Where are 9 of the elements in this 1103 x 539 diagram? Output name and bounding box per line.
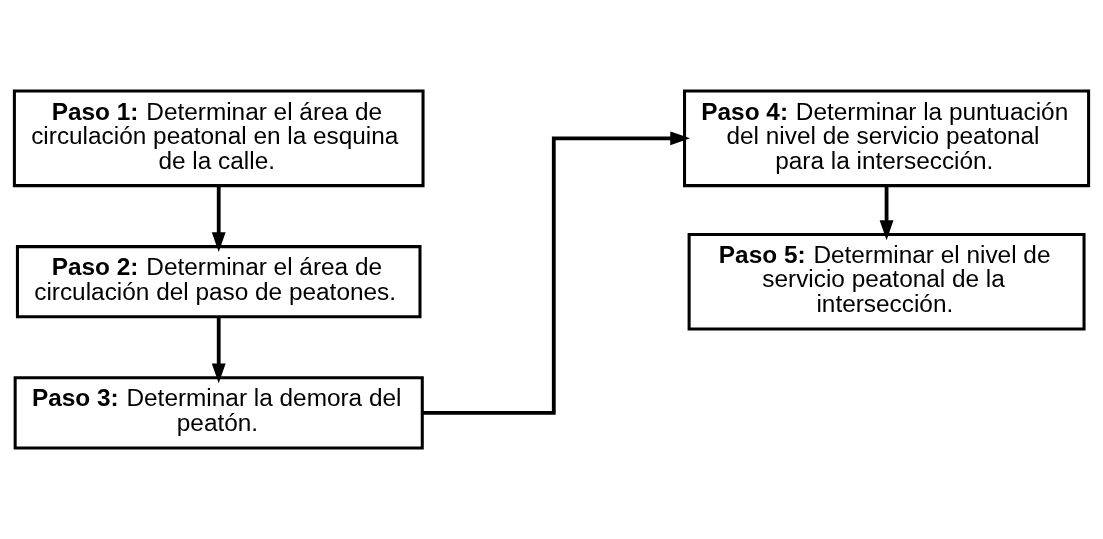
node-box: Paso 3: Determinar la demora del peatón. xyxy=(13,376,424,450)
node-box: Paso 2: Determinar el área de circulación del paso de peatones. xyxy=(15,245,422,319)
arrow xyxy=(211,185,226,252)
node-box: Paso 5: Determinar el nivel de servicio peatonal de la intersección. xyxy=(687,232,1086,331)
node-box: Paso 4: Determinar la puntuación del nivel de servicio peatonal para la intersección. xyxy=(683,89,1091,188)
arrow xyxy=(211,316,226,384)
node-box: Paso 1: Determinar el área de circulación peatonal en la esquina de la calle. xyxy=(12,89,425,188)
arrow xyxy=(422,131,691,415)
arrow xyxy=(879,185,894,241)
